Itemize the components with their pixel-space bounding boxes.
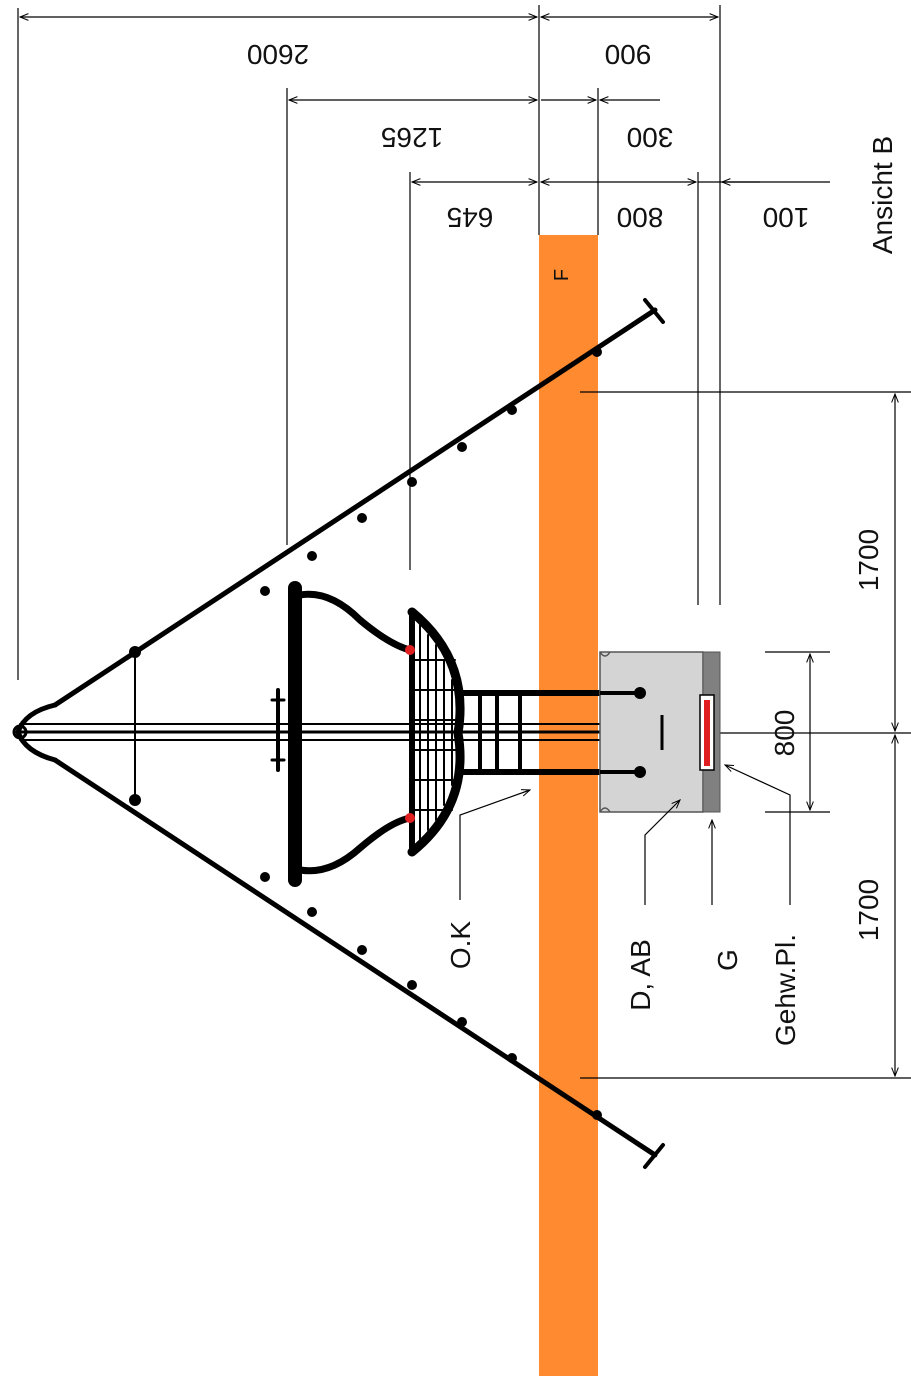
dim-2600: 2600 xyxy=(247,39,309,70)
foundation-block xyxy=(599,651,721,813)
dim-300: 300 xyxy=(627,122,674,153)
label-weight: G xyxy=(712,949,743,971)
label-base: D, AB xyxy=(625,939,656,1011)
view-title: Ansicht B xyxy=(867,136,898,254)
callout-labels: O.K D, AB G Gehw.Pl. xyxy=(445,921,801,1046)
extension-lines xyxy=(17,5,911,1079)
dimension-lines xyxy=(20,17,895,1076)
dim-1265: 1265 xyxy=(381,122,443,153)
label-counter-plate: Gehw.Pl. xyxy=(770,934,801,1046)
dim-1700-lower: 1700 xyxy=(853,879,884,941)
dim-100: 100 xyxy=(763,202,810,233)
dimension-texts: 2600 900 1265 300 645 800 100 1700 1700 … xyxy=(247,39,884,941)
floor-label: F xyxy=(551,269,573,281)
red-markers xyxy=(405,645,415,823)
dim-800-top: 800 xyxy=(617,202,664,233)
label-ok: O.K xyxy=(445,921,476,970)
dim-645: 645 xyxy=(447,202,494,233)
dim-1700-upper: 1700 xyxy=(853,529,884,591)
floor-band xyxy=(539,235,598,1376)
dim-800-right: 800 xyxy=(769,710,800,757)
leader-lines xyxy=(459,765,791,905)
dim-900: 900 xyxy=(605,39,652,70)
